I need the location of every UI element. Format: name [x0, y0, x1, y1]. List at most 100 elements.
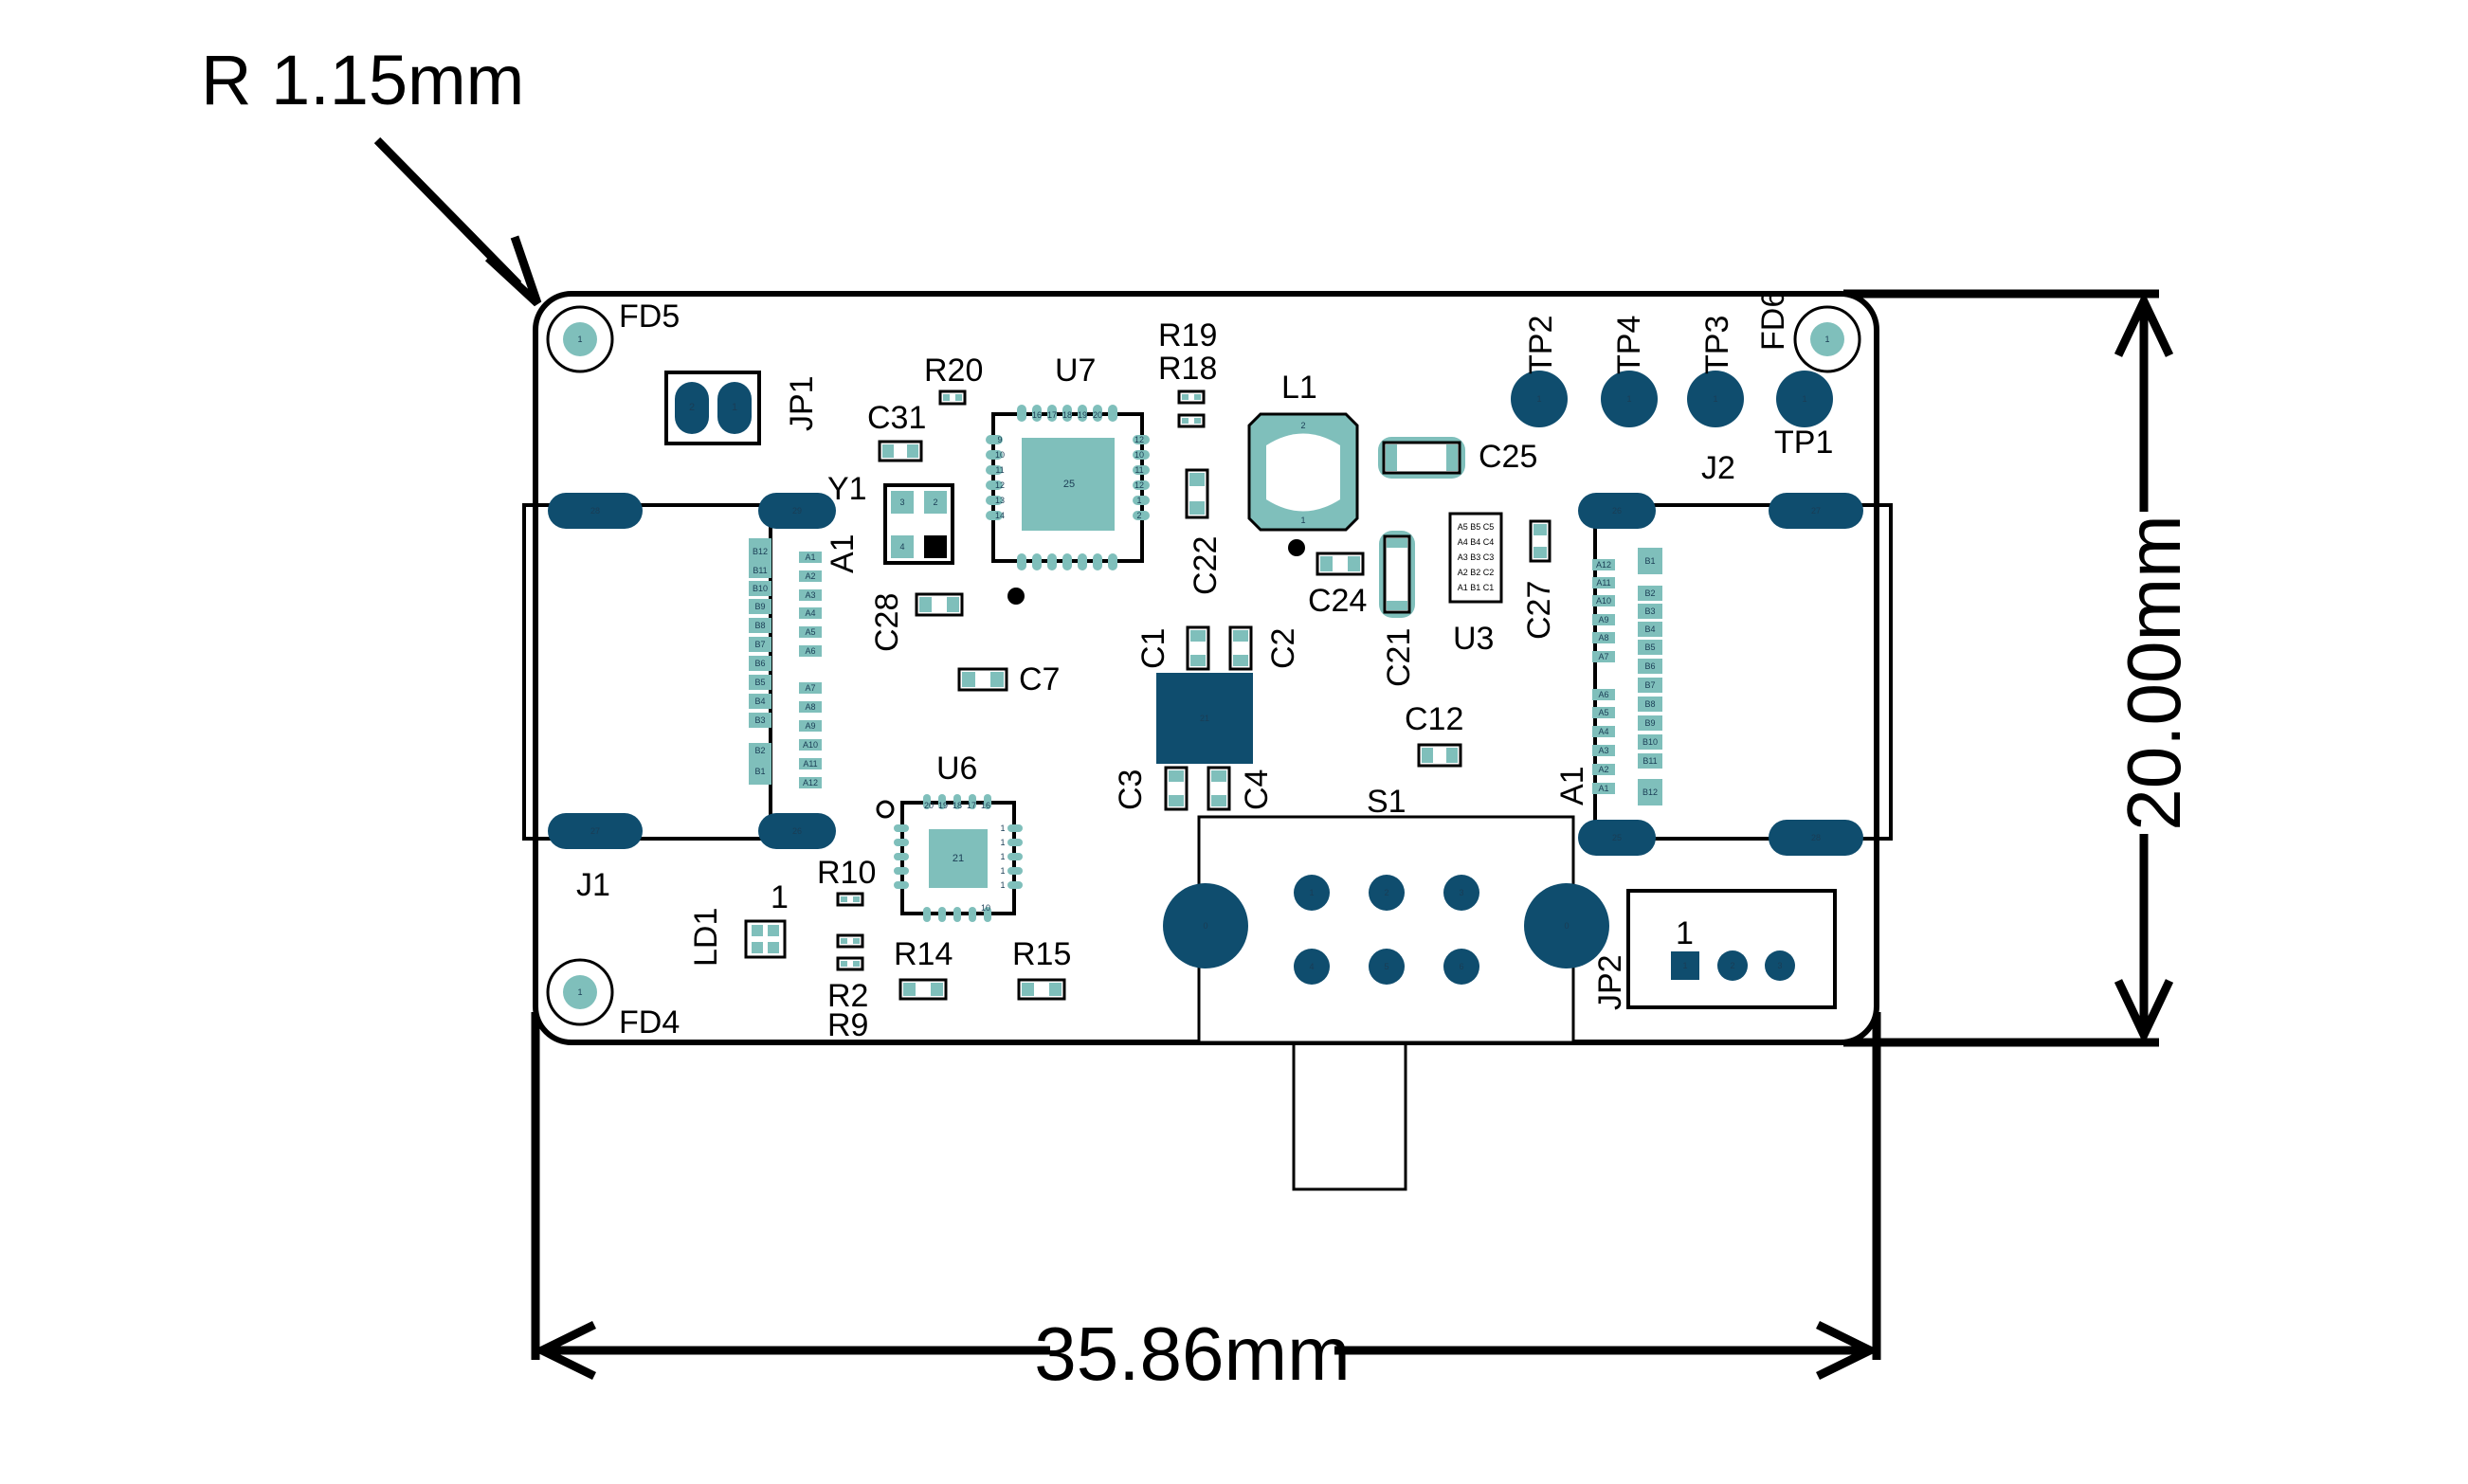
j1-pin-label: B6: [754, 659, 765, 668]
j2-pin-pad: [1638, 697, 1662, 712]
j2-a-pin-pad: [1592, 559, 1615, 570]
u6-top-pin-label: 17: [967, 801, 976, 810]
c28-label: C28: [869, 593, 905, 652]
svg-text:0: 0: [1203, 921, 1207, 931]
j2-pin-label: B12: [1642, 787, 1658, 797]
s1-pin-label: 2: [1384, 888, 1388, 897]
u3-label: U3: [1453, 621, 1494, 657]
j1-a-pin-pad: [799, 701, 822, 713]
j2-a-pin-label: A4: [1598, 727, 1608, 736]
c3-label: C3: [1113, 769, 1149, 810]
r20: [938, 389, 967, 406]
u7-top-pin-label: 19: [1078, 410, 1087, 420]
j1-a-pin-label: A12: [803, 778, 818, 787]
j2-a-pin-label: A11: [1596, 578, 1610, 588]
j1-a-pin-label: A10: [803, 740, 818, 750]
test-point-tp1: 1: [1776, 371, 1833, 427]
u7-pad: [1133, 465, 1150, 475]
r18: [1177, 413, 1206, 428]
c27: [1529, 519, 1552, 563]
u7-top-pin-label: 18: [1062, 410, 1072, 420]
ld1-led: [744, 919, 787, 959]
u6-top-pin-label: 19: [938, 801, 948, 810]
c4: [1207, 766, 1231, 811]
j1-a-pin-pad: [799, 626, 822, 638]
u7-pad: [1017, 553, 1026, 570]
r9: [836, 956, 864, 971]
j1-a-pin-label: A3: [805, 590, 815, 600]
a1-left-label: A1: [825, 534, 861, 573]
j2-pin-pad: [1638, 659, 1662, 674]
u6-top-pin-label: 16: [981, 801, 990, 810]
c7-label: C7: [1019, 661, 1060, 697]
u7-pad: [1078, 405, 1087, 422]
j1-a-pin-pad: [799, 739, 822, 751]
j1-pin-pad: [749, 563, 771, 578]
j1-pin-label: B2: [754, 746, 765, 755]
j2-pin-pad: [1638, 586, 1662, 601]
j1-a-pin-label: A8: [805, 702, 815, 712]
c1: [1186, 625, 1210, 671]
j2-pin-label: B1: [1644, 556, 1655, 566]
c25-label: C25: [1479, 439, 1537, 475]
jp1-header: 2 1: [664, 371, 761, 445]
u6-pad: [984, 794, 991, 809]
j1-pin-label: B5: [754, 678, 765, 687]
j2-a-pin-label: A5: [1598, 708, 1608, 717]
j2-pin-label: B10: [1642, 737, 1658, 747]
c21-label: C21: [1381, 628, 1417, 687]
j2-pin-label: B11: [1642, 756, 1657, 766]
j1-a-pin-pad: [799, 758, 822, 769]
j1-a-pin-pad: [799, 720, 822, 732]
u6-pad: [894, 839, 909, 846]
j2-label: J2: [1701, 450, 1735, 486]
j2-a-pin-label: A7: [1598, 652, 1608, 661]
j2-a-pin-label: A9: [1598, 615, 1608, 624]
r9-label: R9: [827, 1007, 868, 1043]
j2-a-pin-label: A1: [1598, 784, 1608, 793]
r20-label: R20: [924, 353, 983, 389]
mount-hole-fd4: 1: [546, 958, 614, 1026]
svg-text:3: 3: [899, 498, 904, 507]
u7-pad: [1032, 553, 1042, 570]
j2-a-pin-label: A10: [1596, 596, 1611, 606]
c25: [1378, 437, 1465, 479]
u7-pad: [1078, 553, 1087, 570]
c22: [1185, 468, 1209, 519]
u7-pad: [1047, 553, 1057, 570]
s1-pin-pad: [1294, 949, 1330, 985]
test-point-tp2: 1: [1511, 371, 1568, 427]
svg-text:A4 B4 C4: A4 B4 C4: [1458, 537, 1495, 547]
j1-pin-pad: [749, 637, 771, 652]
svg-text:26: 26: [792, 826, 802, 836]
u7-left-pin-label: 11: [995, 465, 1004, 475]
j2-pin-pad: [1638, 734, 1662, 750]
r10-label: R10: [817, 855, 876, 891]
u7-pad: [1093, 553, 1102, 570]
c24: [1316, 552, 1365, 576]
j1-pin-label: B7: [754, 640, 765, 649]
c27-label: C27: [1521, 581, 1557, 640]
j1-pin-pad: [749, 618, 771, 633]
r15: [1017, 978, 1066, 1001]
u7-top-pin-label: 20: [1093, 410, 1102, 420]
s1-pin-label: 1: [1309, 888, 1314, 897]
u7-pad: [1032, 405, 1042, 422]
u7-right-pin-label: 12: [1134, 480, 1144, 490]
l1-label: L1: [1281, 370, 1317, 406]
u7-pad: [1133, 480, 1150, 490]
j2-pin-pad: [1638, 715, 1662, 731]
svg-text:26: 26: [1612, 506, 1622, 516]
u7-pad: [1133, 435, 1150, 444]
r2-label: R2: [827, 978, 868, 1014]
j1-pin-pad: [749, 758, 771, 785]
l1-pin1-dot: [1288, 539, 1305, 556]
j1-a-pin-pad: [799, 682, 822, 694]
u6-pad: [894, 853, 909, 860]
radius-dimension: R 1.15mm: [201, 41, 542, 307]
jp2-label: JP2: [1592, 954, 1628, 1010]
c4-label: C4: [1239, 769, 1275, 810]
